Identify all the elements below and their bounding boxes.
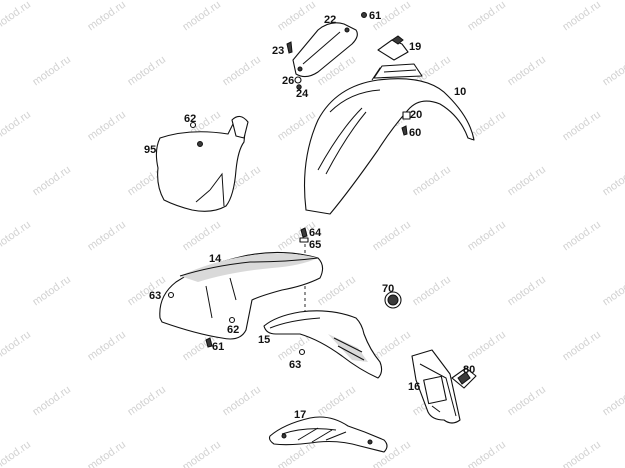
- label-part-62-top: 62: [184, 113, 196, 125]
- part-19-clip: [377, 35, 409, 61]
- part-80-lamp: [451, 367, 477, 389]
- label-part-95: 95: [144, 144, 156, 156]
- label-part-19: 19: [409, 41, 421, 53]
- label-part-10: 10: [454, 86, 466, 98]
- part-95-number-plate: [155, 115, 249, 212]
- part-62-screw-icon: [228, 316, 236, 324]
- label-part-63-bottom: 63: [289, 359, 301, 371]
- part-63-screw-icon: [298, 348, 306, 356]
- label-part-65: 65: [309, 239, 321, 251]
- part-15-side-panel: [263, 310, 383, 379]
- part-17-skid-plate: [268, 416, 388, 453]
- washer-26-icon: [294, 76, 302, 84]
- label-part-17: 17: [294, 409, 306, 421]
- part-20-grommet-icon: [402, 111, 411, 120]
- label-part-23: 23: [272, 45, 284, 57]
- label-part-61-top: 61: [369, 10, 381, 22]
- part-16-plate-bracket: [411, 349, 461, 424]
- label-part-14: 14: [209, 253, 222, 265]
- washer-65-icon: [299, 237, 309, 243]
- label-part-60: 60: [409, 127, 421, 139]
- label-part-24: 24: [296, 88, 309, 100]
- label-part-62-bottom: 62: [227, 324, 239, 336]
- label-part-80: 80: [463, 364, 475, 376]
- bolt-60-icon: [401, 125, 408, 136]
- part-22-bracket: [292, 22, 358, 78]
- part-14-rear-fender: [159, 251, 324, 340]
- screw-61-icon: [361, 12, 367, 18]
- label-part-70: 70: [382, 283, 394, 295]
- screw-61-icon: [205, 337, 213, 348]
- label-part-22: 22: [324, 14, 336, 26]
- label-part-64: 64: [309, 227, 322, 239]
- label-part-61-bottom: 61: [212, 341, 224, 353]
- part-63-screw-icon: [167, 291, 175, 299]
- part-62-screw-icon: [189, 121, 197, 129]
- label-part-15: 15: [258, 334, 270, 346]
- nut-24-icon: [296, 84, 302, 90]
- label-part-20: 20: [410, 109, 422, 121]
- bolt-64-icon: [300, 227, 308, 238]
- part-70-reflector: [384, 291, 402, 309]
- label-part-63-left: 63: [149, 290, 161, 302]
- part-10-front-fender: [304, 63, 475, 215]
- label-part-26: 26: [282, 75, 294, 87]
- label-part-16: 16: [408, 381, 420, 393]
- bolt-23-icon: [286, 41, 293, 54]
